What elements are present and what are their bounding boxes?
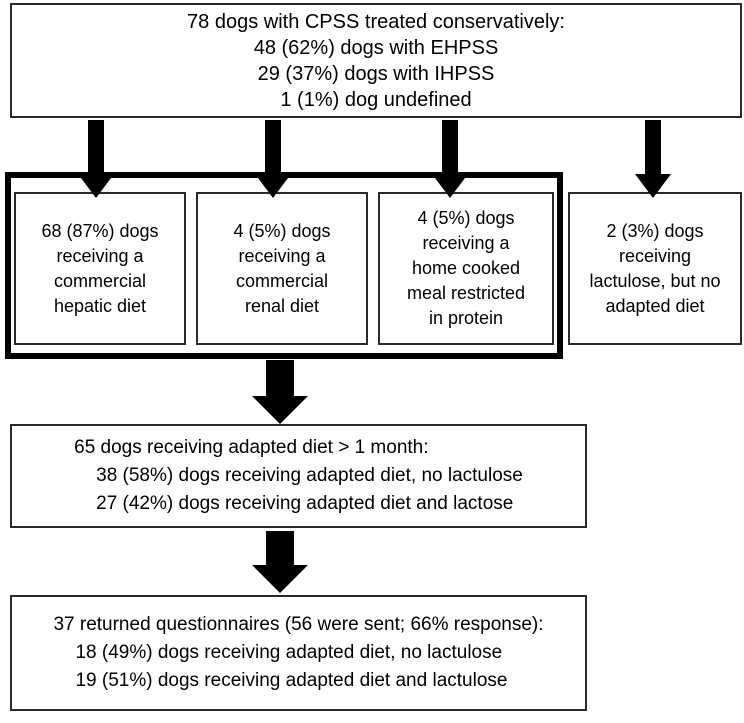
home-cooked-line-5: in protein: [428, 308, 504, 328]
questionnaires-line-2: 18 (49%) dogs receiving adapted diet, no…: [75, 642, 503, 663]
arrow-shaft: [645, 120, 661, 176]
lactulose-only-line-3: lactulose, but no: [589, 270, 721, 291]
home-cooked-line-4: meal restricted: [406, 283, 526, 303]
lactulose-only-line-2: receiving: [618, 245, 692, 266]
home-cooked-line-2: receiving a: [422, 233, 510, 253]
renal-line-1: 4 (5%) dogs: [233, 220, 331, 241]
down-arrow-icon-to-hepatic: [78, 120, 114, 198]
hepatic-line-2: receiving a: [56, 245, 144, 266]
adapted-diet-line-2: 38 (58%) dogs receiving adapted diet, no…: [96, 465, 523, 486]
arrow-head: [252, 565, 308, 593]
arrow-shaft: [442, 120, 458, 176]
adapted-diet-text-block: 65 dogs receiving adapted diet > 1 month…: [74, 434, 523, 518]
lactulose-only-line-4: adapted diet: [605, 295, 705, 316]
node-commercial-renal-diet: 4 (5%) dogs receiving a commercial renal…: [196, 192, 368, 345]
arrow-shaft: [88, 120, 104, 176]
node-lactulose-no-adapted-diet: 2 (3%) dogs receiving lactulose, but no …: [568, 192, 742, 345]
node-returned-questionnaires: 37 returned questionnaires (56 were sent…: [10, 595, 587, 711]
adapted-diet-line-1: 65 dogs receiving adapted diet > 1 month…: [74, 437, 429, 458]
arrow-head: [252, 396, 308, 424]
renal-line-3: commercial: [235, 270, 328, 291]
cohort-summary-line-1: 78 dogs with CPSS treated conservatively…: [187, 10, 565, 33]
questionnaires-line-1: 37 returned questionnaires (56 were sent…: [53, 614, 544, 635]
hepatic-line-3: commercial: [53, 270, 146, 291]
down-arrow-icon-to-adapted-diet: [252, 360, 308, 424]
down-arrow-icon-to-home-cooked: [432, 120, 468, 198]
down-arrow-icon-to-lactulose-only: [635, 120, 671, 198]
cohort-summary-line-2: 48 (62%) dogs with EHPSS: [253, 36, 499, 59]
arrow-shaft: [265, 120, 281, 176]
arrow-head: [432, 174, 468, 198]
cohort-summary-line-3: 29 (37%) dogs with IHPSS: [257, 62, 495, 85]
adapted-diet-line-3: 27 (42%) dogs receiving adapted diet and…: [96, 493, 514, 514]
questionnaires-line-3: 19 (51%) dogs receiving adapted diet and…: [75, 670, 508, 691]
hepatic-line-1: 68 (87%) dogs: [41, 220, 159, 241]
renal-line-4: renal diet: [244, 295, 320, 316]
questionnaires-text-block: 37 returned questionnaires (56 were sent…: [53, 611, 543, 695]
node-commercial-hepatic-diet: 68 (87%) dogs receiving a commercial hep…: [14, 192, 186, 345]
arrow-shaft: [266, 360, 294, 398]
cohort-summary-line-4: 1 (1%) dog undefined: [280, 88, 472, 111]
lactulose-only-line-1: 2 (3%) dogs: [606, 220, 704, 241]
node-cohort-summary: 78 dogs with CPSS treated conservatively…: [10, 3, 742, 118]
arrow-head: [635, 174, 671, 198]
home-cooked-line-3: home cooked: [411, 258, 521, 278]
node-adapted-diet-over-1-month: 65 dogs receiving adapted diet > 1 month…: [10, 424, 587, 528]
arrow-head: [78, 174, 114, 198]
arrow-shaft: [266, 531, 294, 567]
renal-line-2: receiving a: [238, 245, 326, 266]
arrow-head: [255, 174, 291, 198]
home-cooked-line-1: 4 (5%) dogs: [417, 208, 515, 228]
hepatic-line-4: hepatic diet: [53, 295, 147, 316]
down-arrow-icon-to-renal: [255, 120, 291, 198]
node-home-cooked-meal: 4 (5%) dogs receiving a home cooked meal…: [378, 192, 554, 345]
down-arrow-icon-to-questionnaires: [252, 531, 308, 593]
